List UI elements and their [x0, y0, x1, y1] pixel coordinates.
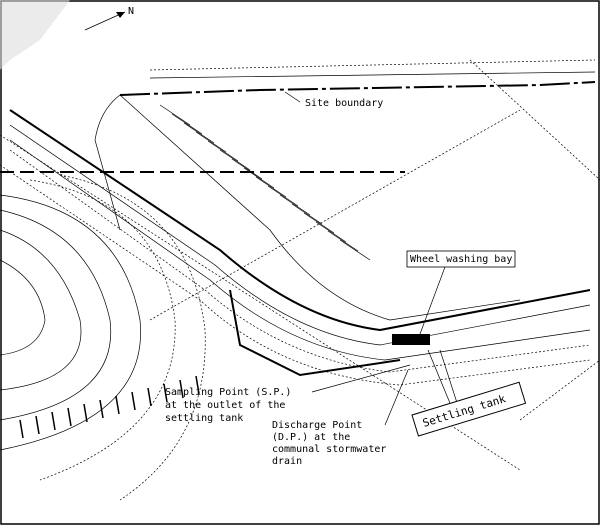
access-road: [0, 94, 591, 386]
contour-lines: [0, 174, 206, 501]
hatch-mark: [267, 185, 299, 207]
hatch-mark: [327, 230, 359, 252]
wheel-washing-bay: Wheel washing bay: [392, 250, 516, 345]
hatch-mark: [159, 104, 191, 126]
hatch-mark: [219, 149, 251, 171]
hatch-mark: [195, 131, 227, 153]
slope-tick: [67, 407, 72, 427]
top-left-shading: [0, 0, 70, 70]
slope-tick: [147, 387, 152, 407]
hatch-mark: [303, 212, 335, 234]
grid-lines: [0, 59, 600, 471]
hatch-mark: [243, 167, 275, 189]
slope-tick: [131, 391, 136, 411]
slope-tick: [83, 403, 88, 423]
north-arrow-icon: N: [84, 6, 134, 31]
settling-tank-callout: Settling tank: [411, 349, 527, 437]
slope-tick: [51, 411, 56, 431]
slope-tick: [99, 399, 104, 419]
hatch-mark: [183, 122, 215, 144]
hatch-mark: [255, 176, 287, 198]
site-boundary-line: Site boundary: [94, 59, 596, 231]
slope-tick: [115, 395, 120, 415]
sampling-point-label: Sampling Point (S.P.) at the outlet of t…: [165, 387, 297, 424]
north-label: N: [128, 6, 134, 17]
wheel-washing-bay-label: Wheel washing bay: [410, 254, 512, 265]
hatch-mark: [171, 113, 203, 135]
discharge-point-label: Discharge Point (D.P.) at the communal s…: [272, 420, 392, 467]
discharge-point-callout: Discharge Point (D.P.) at the communal s…: [272, 369, 409, 467]
slope-tick: [179, 379, 184, 399]
hatch-mark: [291, 203, 323, 225]
site-boundary-label: Site boundary: [305, 98, 383, 109]
hatch-mark: [231, 158, 263, 180]
bottom-slope-ticks: [19, 375, 200, 439]
sampling-point-callout: Sampling Point (S.P.) at the outlet of t…: [165, 364, 411, 424]
hatch-mark: [279, 194, 311, 216]
slope-tick: [195, 375, 200, 395]
slope-tick: [19, 419, 24, 439]
slope-tick: [35, 415, 40, 435]
hatch-mark: [315, 221, 347, 243]
slope-hatching: [159, 104, 371, 261]
hatch-mark: [207, 140, 239, 162]
hatch-mark: [339, 239, 371, 261]
slope-tick: [163, 383, 168, 403]
